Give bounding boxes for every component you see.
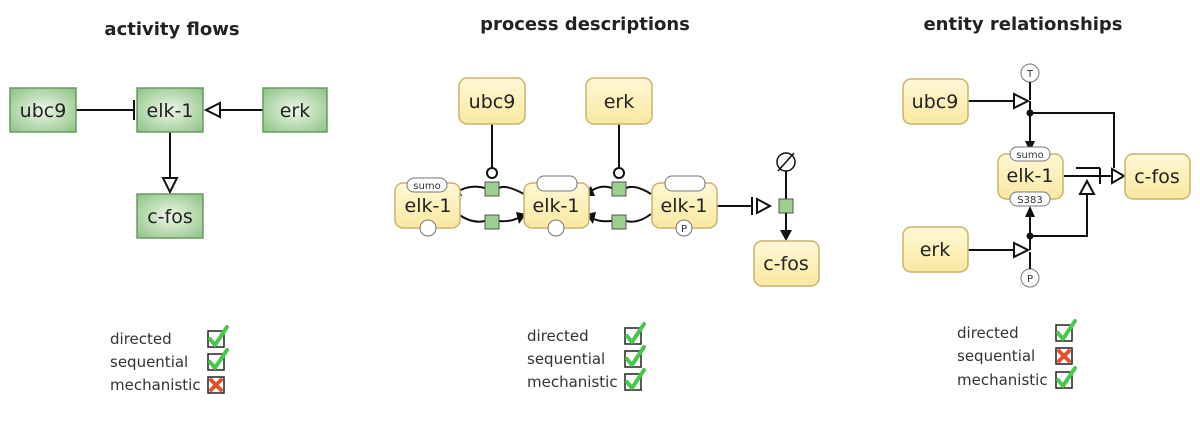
check-icon [207, 348, 229, 371]
criterion-label: mechanistic [527, 373, 618, 391]
edge-erk-catalysis [613, 124, 625, 179]
process-node [611, 181, 627, 197]
cross-icon [1055, 347, 1073, 365]
check-icon [1055, 319, 1077, 342]
process-node [484, 214, 500, 230]
node-label: elk-1 [405, 195, 452, 217]
node-cfos: c-fos [136, 193, 204, 239]
node-label: elk-1 [1007, 165, 1054, 187]
criterion-label: mechanistic [957, 371, 1048, 389]
state-variable [675, 219, 693, 237]
state-variable [536, 175, 578, 192]
state-label: sumo [1016, 150, 1043, 161]
process-node [611, 214, 627, 230]
state-label: P [1027, 274, 1033, 285]
node-label: c-fos [1134, 166, 1180, 188]
node-label: erk [920, 239, 951, 261]
state-label: T [1026, 69, 1034, 80]
node-label: c-fos [763, 253, 809, 275]
node-label: erk [604, 91, 635, 113]
node-erk: erk [262, 87, 328, 133]
state-t: T [1020, 63, 1040, 83]
state-variable [1009, 191, 1051, 207]
panel-entity-relationships: entity relationships T P [902, 14, 1191, 389]
state-variable [406, 177, 448, 193]
state-p: P [1020, 268, 1040, 288]
node-label: ubc9 [20, 100, 67, 122]
edge-process-produces-cfos [780, 213, 792, 241]
edge-elk1-stimulates-cfos [1064, 167, 1126, 185]
criteria-list: directed sequential mechanistic [110, 325, 229, 394]
panel-title: activity flows [104, 19, 239, 40]
node-elk1-unmodified: elk-1 [523, 175, 590, 237]
panel-activity-flows: activity flows ubc9 elk-1 erk [9, 19, 328, 394]
criterion-label: directed [110, 330, 172, 348]
criterion-label: mechanistic [110, 376, 201, 394]
node-ubc9: ubc9 [9, 87, 77, 133]
edge-erk-stimulates [968, 241, 1031, 259]
state-variable [664, 175, 706, 192]
node-label: ubc9 [469, 91, 516, 113]
process-node [778, 198, 794, 214]
node-label: elk-1 [147, 100, 194, 122]
node-elk1: elk-1 [136, 87, 204, 133]
criterion-label: sequential [527, 350, 605, 368]
process-node [484, 181, 500, 197]
node-cfos: c-fos [753, 240, 820, 287]
node-ubc9: ubc9 [902, 78, 969, 125]
check-icon [624, 368, 646, 391]
edge-ubc9-stimulates [968, 92, 1031, 110]
check-icon [624, 345, 646, 368]
node-label: c-fos [147, 206, 193, 228]
node-elk1: elk-1 sumo S383 [997, 146, 1064, 207]
check-icon [624, 322, 646, 345]
cross-icon [207, 376, 225, 394]
node-label: ubc9 [912, 91, 959, 113]
edge-elk1-stimulates-cfos [161, 132, 179, 195]
edge-erk-stimulates-elk1 [203, 101, 263, 119]
node-label: elk-1 [533, 195, 580, 217]
edge-ubc9-catalysis [486, 124, 498, 179]
check-icon [1055, 366, 1077, 389]
node-erk: erk [585, 77, 653, 125]
node-cfos: c-fos [1124, 153, 1191, 200]
criteria-list: directed sequential mechanistic [957, 319, 1077, 389]
panel-process-descriptions: process descriptions [394, 14, 820, 391]
criterion-label: sequential [957, 347, 1035, 365]
state-label: P [681, 224, 687, 235]
edge-elk1-necessary-stimulation [717, 197, 773, 215]
node-elk1-sumoylated: elk-1 sumo [394, 177, 461, 237]
node-elk1-phosphorylated: elk-1 P [651, 175, 718, 237]
state-variable [547, 219, 565, 237]
source-sink-icon [776, 152, 796, 172]
node-ubc9: ubc9 [458, 77, 526, 125]
panel-title: entity relationships [923, 14, 1122, 35]
node-label: erk [280, 100, 311, 122]
edge-ubc9-inhibits-elk1 [76, 100, 135, 120]
criterion-label: sequential [110, 353, 188, 371]
node-label: elk-1 [661, 195, 708, 217]
state-label: S383 [1017, 195, 1042, 206]
state-variable [1009, 146, 1051, 162]
criterion-label: directed [527, 327, 589, 345]
criteria-list: directed sequential mechanistic [527, 322, 646, 391]
state-variable [419, 219, 437, 237]
criterion-label: directed [957, 324, 1019, 342]
check-icon [207, 325, 229, 348]
state-label: sumo [413, 181, 440, 192]
node-erk: erk [902, 226, 969, 273]
panel-title: process descriptions [480, 14, 690, 35]
